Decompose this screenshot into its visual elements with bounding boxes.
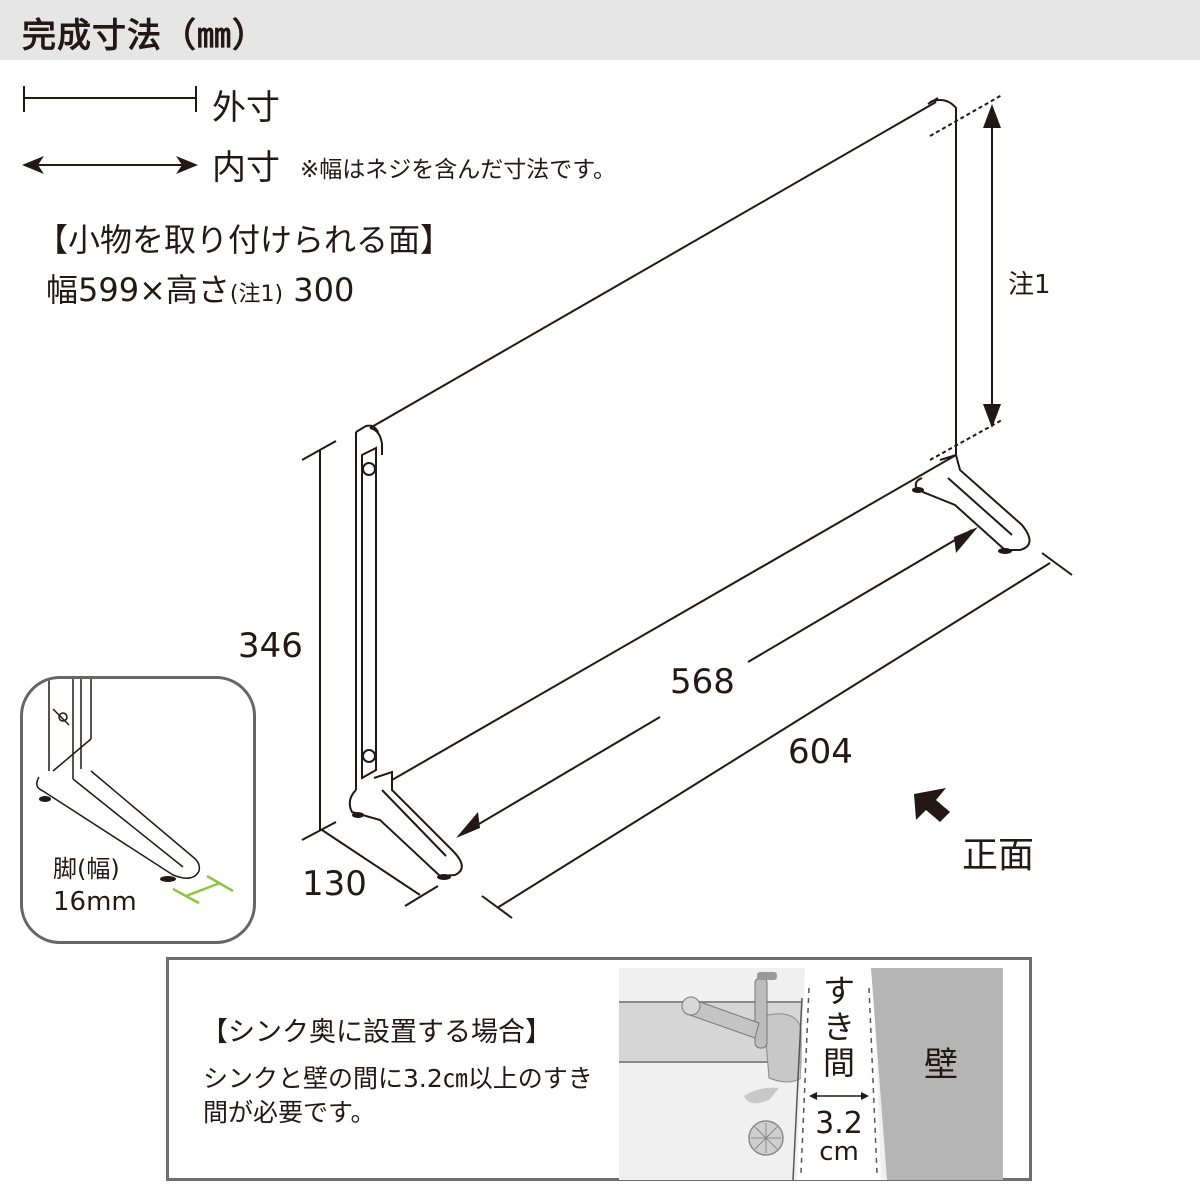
- wall-label: 壁: [924, 1045, 958, 1085]
- note1-dimension-line: [929, 94, 1003, 461]
- faucet-icon: [681, 972, 802, 1104]
- header-band: 完成寸法（㎜）: [0, 0, 1200, 60]
- gap-label-char-3: 間: [823, 1044, 855, 1082]
- gap-label-char-2: き: [823, 1008, 855, 1046]
- outer-width-value: 604: [788, 732, 853, 772]
- note1-label: 注1: [1008, 270, 1051, 300]
- leg-width-label: 脚(幅): [53, 855, 120, 883]
- outer-width-dimension-line: [481, 552, 1073, 919]
- leg-width-marker-icon: [172, 874, 234, 905]
- dims-prefix: 幅599×高さ: [46, 271, 230, 309]
- dims-note: (注1): [229, 282, 284, 307]
- height-dimension-line: [301, 440, 337, 841]
- gap-arrow-icon: [809, 1092, 869, 1100]
- screw-note: ※幅はネジを含んだ寸法です。: [300, 157, 616, 183]
- gap-value: 3.2: [815, 1106, 863, 1141]
- inner-width-dimension-line: [456, 527, 978, 838]
- sink-gap-illustration: す き 間 3.2 cm 壁: [619, 968, 1003, 1180]
- sink-box-description: シンクと壁の間に3.2㎝以上のすき間が必要です。: [203, 1064, 593, 1127]
- sink-installation-box: 【シンク奥に設置する場合】 シンクと壁の間に3.2㎝以上のすき間が必要です。: [166, 957, 1032, 1181]
- drain-icon: [748, 1120, 784, 1156]
- dims-value: 300: [283, 271, 355, 309]
- height-dimension-value: 346: [238, 626, 303, 666]
- leg-feet: [352, 487, 1012, 880]
- leg-width-value: 16mm: [53, 887, 137, 917]
- page-title: 完成寸法（㎜）: [22, 16, 267, 56]
- leg-closeup-illustration: [36, 679, 234, 905]
- outer-dimension-label: 外寸: [212, 88, 280, 128]
- front-label: 正面: [962, 835, 1035, 876]
- gap-label-char-1: す: [823, 972, 855, 1010]
- leg-width-inset: 脚(幅) 16mm: [20, 676, 256, 944]
- partition-panel-illustration: [348, 97, 1031, 878]
- inner-dimension-legend-icon: [22, 156, 198, 174]
- inner-dimension-label: 内寸: [212, 148, 280, 188]
- gap-unit: cm: [819, 1137, 859, 1167]
- mountable-surface-title: 【小物を取り付けられる面】: [36, 221, 453, 259]
- depth-dimension-line: [321, 829, 439, 907]
- depth-dimension-value: 130: [302, 864, 367, 904]
- mountable-surface-dims: 幅599×高さ(注1) 300: [46, 265, 354, 311]
- inner-width-value: 568: [670, 662, 735, 702]
- front-direction-arrow-icon: [914, 788, 950, 822]
- sink-box-title: 【シンク奥に設置する場合】: [201, 1017, 552, 1048]
- outer-dimension-legend-icon: [23, 86, 197, 112]
- wall-shape: [871, 968, 1003, 1180]
